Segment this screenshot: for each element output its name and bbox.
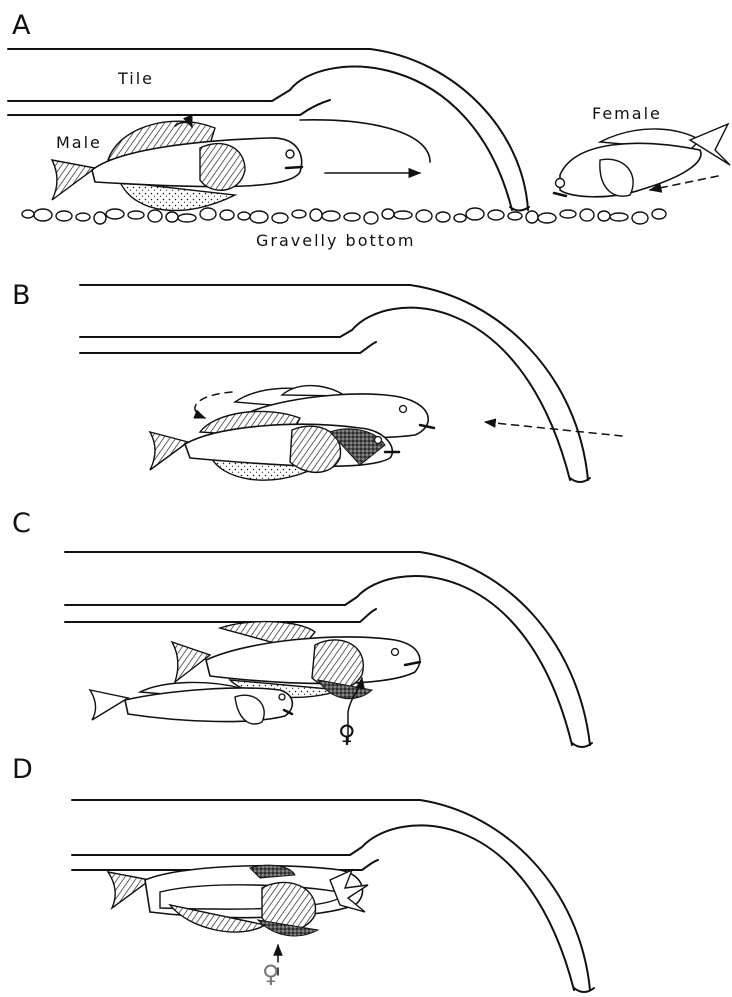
gravel-pebble (292, 210, 306, 218)
gravelly-bottom-label: Gravelly bottom (256, 231, 415, 250)
male-label: Male (56, 133, 102, 152)
panel-d: D ♀ (12, 754, 594, 992)
gravel-pebble (238, 212, 250, 220)
gravel-pebble (610, 213, 628, 221)
panel-b-letter: B (12, 280, 31, 311)
gravel-pebble (56, 211, 72, 221)
female-symbol: ♀ (338, 720, 356, 748)
panel-a: A Tile Male Female (8, 10, 730, 250)
gravel-pebble (560, 210, 576, 218)
female-entry-arrow (485, 422, 622, 436)
gravel-pebble (454, 214, 466, 222)
gravel-pebble (344, 213, 360, 221)
gravel-pebble (34, 209, 52, 221)
gravel-pebble (436, 212, 450, 222)
gravel-pebble (250, 211, 268, 223)
panel-b: B (12, 280, 622, 482)
female-symbol: ♀ (262, 960, 280, 988)
female-circle-arrow (195, 392, 232, 418)
gravel-pebble (652, 209, 666, 219)
gravel-pebble (364, 212, 378, 224)
gravel-pebble (148, 210, 162, 222)
gravel-pebble (76, 213, 90, 221)
gravel-pebble (200, 208, 216, 220)
gravel-pebble (22, 210, 34, 218)
gravel-pebble (128, 211, 144, 219)
tile-label: Tile (117, 69, 154, 88)
panel-d-letter: D (12, 754, 33, 785)
panel-c: C ♀ (12, 508, 592, 748)
panel-c-letter: C (12, 508, 31, 539)
gravel-pebble (322, 211, 340, 221)
gravel-pebble (508, 212, 522, 220)
gravel-pebble (166, 212, 178, 222)
gravel-pebble (220, 210, 234, 220)
gravel-pebble (94, 212, 106, 224)
gravel-pebble (580, 209, 594, 221)
spawning-pair (108, 865, 368, 936)
gravel-pebble (538, 213, 556, 223)
gravel-pebble (272, 213, 288, 223)
gravel-pebble (394, 211, 412, 219)
gravel-pebble (178, 214, 196, 222)
female-fish (554, 124, 730, 197)
male-turn-path (300, 120, 430, 162)
gravel-pebble (598, 211, 610, 221)
female-label: Female (592, 104, 662, 123)
female-fish (90, 682, 292, 723)
gravel-pebble (466, 208, 484, 220)
gravelly-bottom (22, 208, 666, 224)
gravel-pebble (416, 210, 432, 222)
gravel-pebble (382, 209, 394, 219)
tile-shelter (8, 49, 529, 211)
gravel-pebble (526, 211, 538, 223)
gravel-pebble (310, 209, 322, 221)
panel-a-letter: A (12, 10, 31, 41)
gravel-pebble (632, 212, 648, 224)
gravel-pebble (488, 210, 504, 220)
gravel-pebble (106, 209, 124, 219)
